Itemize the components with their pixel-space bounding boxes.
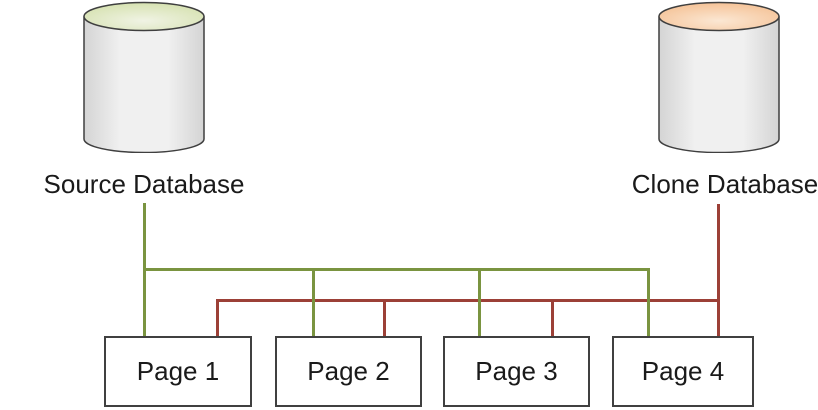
connector-source-to-page2	[312, 268, 315, 337]
page-node-4: Page 4	[612, 336, 754, 407]
page-node-3: Page 3	[443, 336, 590, 407]
source-database-label: Source Database	[43, 169, 245, 199]
page-1-label: Page 1	[136, 356, 220, 386]
connector-clone-to-page1	[216, 299, 219, 337]
connector-source-to-page4	[647, 268, 650, 337]
page-node-1: Page 1	[104, 336, 252, 407]
connector-clone-bus	[216, 299, 720, 302]
connector-clone-stem	[717, 204, 720, 337]
connector-clone-to-page3	[551, 299, 554, 337]
connector-source-bus	[143, 268, 650, 271]
page-3-label: Page 3	[475, 356, 558, 386]
page-2-label: Page 2	[307, 356, 390, 386]
source-database-cylinder-icon	[83, 1, 205, 153]
connector-source-to-page3	[478, 268, 481, 337]
clone-database-label: Clone Database	[631, 169, 818, 199]
clone-database-cylinder-icon	[658, 1, 780, 153]
connector-clone-to-page2	[383, 299, 386, 337]
page-node-2: Page 2	[275, 336, 422, 407]
page-4-label: Page 4	[641, 356, 725, 386]
